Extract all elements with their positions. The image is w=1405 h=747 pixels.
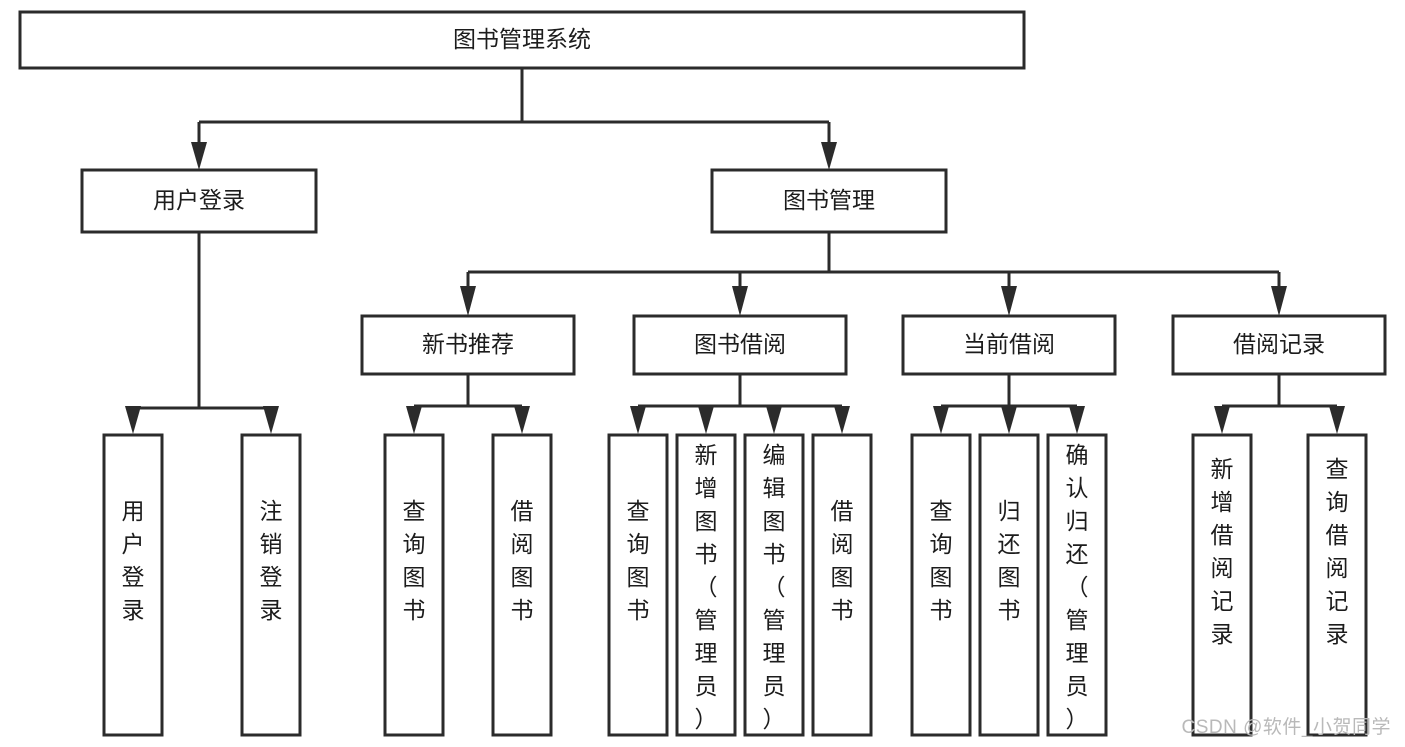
arrow-leaf-edit-book — [766, 406, 782, 434]
leaf-query-record-label: 查询借阅记录 — [1326, 456, 1349, 647]
leaf-query-book-3-box[interactable] — [910, 433, 972, 737]
node-current-borrow[interactable]: 当前借阅 — [901, 314, 1117, 376]
leaf-add-record[interactable]: 新增借阅记录 — [1191, 433, 1253, 737]
leaf-edit-book-label: 编辑图书（管理员） — [763, 442, 786, 732]
arrow-leaf-query-book-3 — [933, 406, 949, 434]
arrow-to-user-login — [191, 142, 207, 170]
node-user-login-box[interactable] — [80, 168, 318, 234]
arrow-to-current-borrow — [1001, 286, 1017, 316]
leaf-query-book-1-label: 查询图书 — [403, 498, 426, 623]
node-book-borrow[interactable]: 图书借阅 — [632, 314, 848, 376]
arrow-leaf-query-record — [1329, 406, 1345, 434]
leaf-return-book-box[interactable] — [978, 433, 1040, 737]
arrow-leaf-borrow-book-2 — [834, 406, 850, 434]
leaf-add-record-label: 新增借阅记录 — [1211, 456, 1234, 647]
leaf-add-book[interactable]: 新增图书（管理员） — [675, 433, 737, 737]
node-user-login-label: 用户登录 — [153, 187, 245, 213]
leaf-query-book-1[interactable]: 查询图书 — [383, 433, 445, 737]
arrow-leaf-borrow-book-1 — [514, 406, 530, 434]
node-user-login[interactable]: 用户登录 — [80, 168, 318, 234]
leaf-borrow-book-2-label: 借阅图书 — [831, 498, 854, 623]
leaf-borrow-book-2[interactable]: 借阅图书 — [811, 433, 873, 737]
node-book-manage-label: 图书管理 — [783, 187, 875, 213]
arrow-to-new-book-recommend — [460, 286, 476, 316]
leaf-user-login-box[interactable] — [102, 433, 164, 737]
arrow-to-book-borrow — [732, 286, 748, 316]
node-new-book-recommend-label: 新书推荐 — [422, 331, 514, 357]
leaf-query-book-2[interactable]: 查询图书 — [607, 433, 669, 737]
leaf-add-book-label: 新增图书（管理员） — [695, 442, 718, 732]
leaf-edit-book[interactable]: 编辑图书（管理员） — [743, 433, 805, 737]
node-new-book-recommend[interactable]: 新书推荐 — [360, 314, 576, 376]
node-root-label: 图书管理系统 — [453, 26, 591, 52]
arrow-leaf-user-login — [125, 406, 141, 434]
node-book-borrow-label: 图书借阅 — [694, 331, 786, 357]
leaf-borrow-book-1-label: 借阅图书 — [511, 498, 534, 623]
leaf-confirm-return-label: 确认归还（管理员） — [1066, 442, 1089, 732]
leaf-query-book-2-box[interactable] — [607, 433, 669, 737]
leaf-add-book-box[interactable] — [675, 433, 737, 737]
leaf-query-book-1-box[interactable] — [383, 433, 445, 737]
arrow-leaf-return-book — [1001, 406, 1017, 434]
leaf-return-book-label: 归还图书 — [998, 498, 1021, 623]
leaf-add-record-box[interactable] — [1191, 433, 1253, 737]
arrow-leaf-add-record — [1214, 406, 1230, 434]
leaf-return-book[interactable]: 归还图书 — [978, 433, 1040, 737]
arrow-leaf-query-book-2 — [630, 406, 646, 434]
leaf-borrow-book-2-box[interactable] — [811, 433, 873, 737]
node-borrow-record-label: 借阅记录 — [1233, 331, 1325, 357]
arrow-to-borrow-record — [1271, 286, 1287, 316]
arrow-leaf-add-book — [698, 406, 714, 434]
leaf-query-book-3-label: 查询图书 — [930, 498, 953, 623]
node-book-borrow-box[interactable] — [632, 314, 848, 376]
node-current-borrow-box[interactable] — [901, 314, 1117, 376]
leaf-logout-label: 注销登录 — [260, 498, 283, 623]
arrow-leaf-confirm-return — [1069, 406, 1085, 434]
node-new-book-recommend-box[interactable] — [360, 314, 576, 376]
connectors-group — [125, 68, 1345, 434]
leaf-logout-box[interactable] — [240, 433, 302, 737]
node-borrow-record[interactable]: 借阅记录 — [1171, 314, 1387, 376]
leaf-query-record[interactable]: 查询借阅记录 — [1306, 433, 1368, 737]
csdn-watermark: CSDN @软件_小贺同学 — [1181, 717, 1391, 738]
node-borrow-record-box[interactable] — [1171, 314, 1387, 376]
leaf-borrow-book-1[interactable]: 借阅图书 — [491, 433, 553, 737]
leaf-query-record-box[interactable] — [1306, 433, 1368, 737]
leaf-edit-book-box[interactable] — [743, 433, 805, 737]
leaf-query-book-3[interactable]: 查询图书 — [910, 433, 972, 737]
node-book-manage[interactable]: 图书管理 — [710, 168, 948, 234]
arrow-leaf-logout — [263, 406, 279, 434]
arrow-leaf-query-book-1 — [406, 406, 422, 434]
node-root[interactable]: 图书管理系统 — [18, 10, 1026, 70]
leaf-confirm-return[interactable]: 确认归还（管理员） — [1046, 433, 1108, 737]
leaf-user-login-label: 用户登录 — [122, 498, 145, 623]
node-root-box[interactable] — [18, 10, 1026, 70]
leaf-user-login[interactable]: 用户登录 — [102, 433, 164, 737]
arrow-to-book-manage — [821, 142, 837, 170]
leaf-confirm-return-box[interactable] — [1046, 433, 1108, 737]
node-current-borrow-label: 当前借阅 — [963, 331, 1055, 357]
node-book-manage-box[interactable] — [710, 168, 948, 234]
leaf-logout[interactable]: 注销登录 — [240, 433, 302, 737]
leaf-borrow-book-1-box[interactable] — [491, 433, 553, 737]
leaf-query-book-2-label: 查询图书 — [627, 498, 650, 623]
